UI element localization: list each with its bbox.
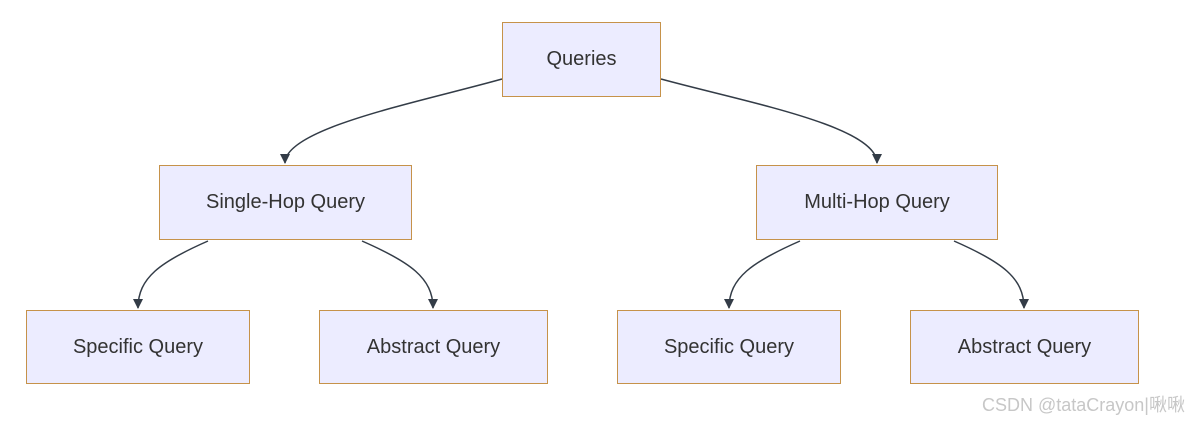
node-single-hop-specific-query: Specific Query — [26, 310, 250, 384]
watermark-text: CSDN @tataCrayon|啾啾 — [981, 395, 1185, 415]
edge-queries-to-multi-hop — [660, 78, 882, 164]
edge-single-hop-to-specific — [133, 240, 209, 309]
node-queries-label: Queries — [546, 48, 617, 70]
node-multi-hop-specific-query: Specific Query — [617, 310, 841, 384]
node-single-hop-specific-query-label: Specific Query — [72, 335, 204, 358]
node-multi-hop-abstract-query-label: Abstract Query — [957, 335, 1092, 358]
node-single-hop-abstract-query: Abstract Query — [319, 310, 548, 384]
node-multi-hop-abstract-query: Abstract Query — [910, 310, 1139, 384]
edge-queries-to-single-hop — [280, 78, 503, 164]
edge-single-hop-to-abstract — [361, 240, 438, 309]
node-queries: Queries — [502, 22, 661, 97]
node-single-hop-query: Single-Hop Query — [159, 165, 412, 240]
node-single-hop-abstract-query-label: Abstract Query — [366, 335, 501, 358]
node-multi-hop-specific-query-label: Specific Query — [663, 335, 795, 358]
node-multi-hop-query: Multi-Hop Query — [756, 165, 998, 240]
edge-multi-hop-to-specific — [724, 240, 801, 309]
node-multi-hop-query-label: Multi-Hop Query — [804, 191, 950, 213]
edge-multi-hop-to-abstract — [953, 240, 1029, 309]
node-single-hop-query-label: Single-Hop Query — [206, 191, 365, 213]
